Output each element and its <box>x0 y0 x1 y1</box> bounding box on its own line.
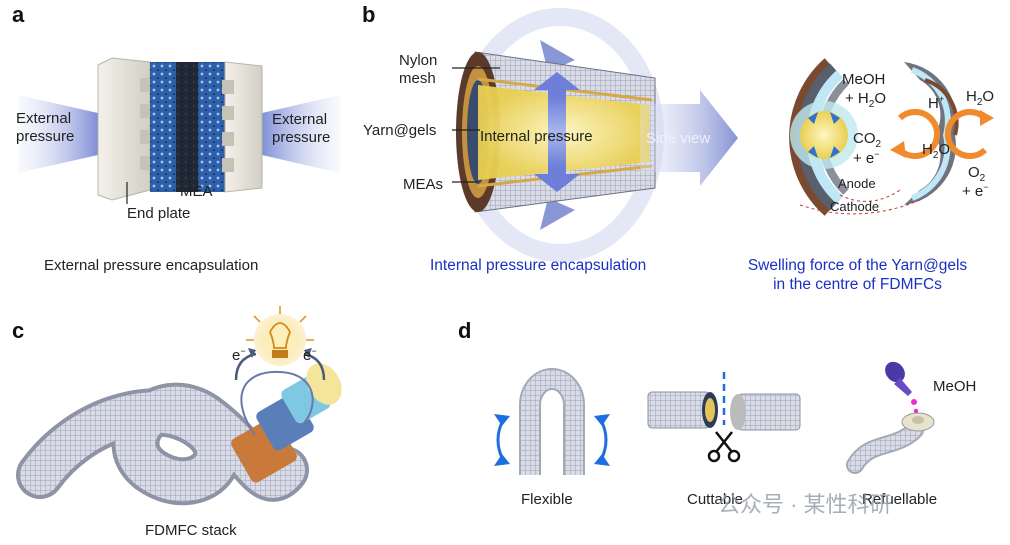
external-pressure-right-line1: External <box>272 111 328 128</box>
electron-label-right: e− <box>303 346 317 364</box>
panel-a-art <box>18 57 340 204</box>
flexible-label: Flexible <box>521 491 573 508</box>
reaction-o2: O2 <box>968 164 986 184</box>
panel-label-a: a <box>12 2 25 27</box>
electron-label-left: e− <box>232 346 246 364</box>
end-plate-label: End plate <box>127 205 191 222</box>
refuellable-label: Refuellable <box>862 491 938 508</box>
yarn-gels-label: Yarn@gels <box>363 122 437 139</box>
reaction-plus-e-right: + e− <box>962 182 989 200</box>
nylon-mesh-label-line1: Nylon <box>399 52 438 69</box>
caption-swelling-line2: in the centre of FDMFCs <box>773 276 942 293</box>
nylon-mesh-label-line2: mesh <box>399 70 436 87</box>
panel-d-art <box>494 361 935 475</box>
reaction-co2: CO2 <box>853 130 882 150</box>
caption-external-pressure: External pressure encapsulation <box>44 257 259 274</box>
caption-internal-pressure: Internal pressure encapsulation <box>430 257 647 274</box>
reaction-h-plus: H+ <box>928 94 945 112</box>
cathode-label: Cathode <box>830 199 880 214</box>
panel-label-b: b <box>362 2 376 27</box>
meoh-refuel-label: MeOH <box>933 378 977 395</box>
cut-fiber-left <box>647 391 711 429</box>
panel-label-d: d <box>458 318 472 343</box>
external-pressure-right-line2: pressure <box>272 129 331 146</box>
caption-fdmfc-stack: FDMFC stack <box>145 522 237 539</box>
external-pressure-arrow-left <box>18 95 98 173</box>
meas-label: MEAs <box>403 176 444 193</box>
external-pressure-left-line2: pressure <box>16 128 75 145</box>
dropper-icon <box>885 361 912 396</box>
panel-b-art <box>452 8 994 262</box>
cuttable-label: Cuttable <box>687 491 743 508</box>
side-view-arrow <box>640 90 738 186</box>
bend-arrow-right <box>599 419 608 461</box>
side-view-label: Side view <box>646 130 711 147</box>
panel-label-c: c <box>12 318 25 343</box>
cut-fiber-right <box>737 393 801 431</box>
scissors-icon <box>707 431 741 463</box>
mea-label: MEA <box>180 183 213 200</box>
external-pressure-arrow-right <box>262 95 340 173</box>
yarn-gel-center <box>800 111 848 159</box>
internal-pressure-arrow <box>534 72 580 97</box>
internal-pressure-label: Internal pressure <box>480 128 593 145</box>
reaction-plus-e: + e− <box>853 149 880 167</box>
light-bulb-icon <box>254 314 306 366</box>
panel-c-art <box>16 306 342 506</box>
caption-swelling-line1: Swelling force of the Yarn@gels <box>747 257 968 274</box>
reaction-meoh: MeOH <box>842 71 886 88</box>
anode-label: Anode <box>838 176 876 191</box>
external-pressure-left-line1: External <box>16 110 72 127</box>
reaction-plus-h2o: + H2O <box>845 90 886 110</box>
watermark: 公众号 · 某性科研 <box>718 492 892 517</box>
bend-arrow-left <box>496 419 505 461</box>
end-plate-right <box>224 61 263 193</box>
reaction-h2o-mid: H2O <box>922 141 951 161</box>
reaction-h2o-top: H2O <box>966 88 995 108</box>
fdmfc-cross-section <box>789 58 994 216</box>
